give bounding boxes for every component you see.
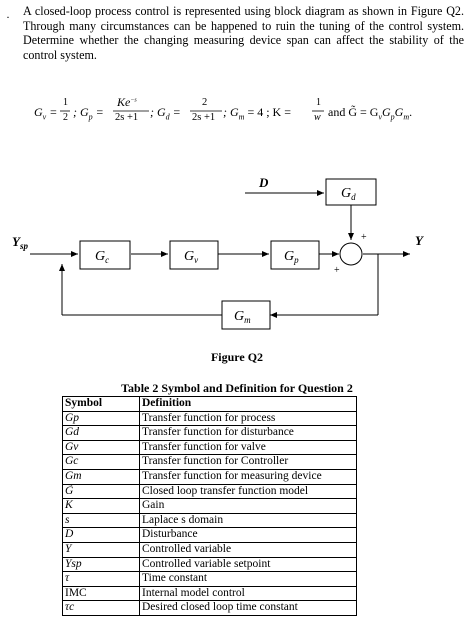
gm-block xyxy=(221,300,271,330)
gp-denominator: 2s +1 xyxy=(115,112,139,123)
table-title: Table 2 Symbol and Definition for Questi… xyxy=(121,381,353,395)
symbol-cell: Ysp xyxy=(62,556,140,573)
gd-numerator: 2 xyxy=(202,97,208,108)
symbol-cell: Gd xyxy=(62,425,140,441)
definition-cell: Transfer function for measuring device xyxy=(139,468,357,485)
closed-loop-definition: and G̃ = GvGpGm. xyxy=(328,105,413,122)
definition-cell: Transfer function for valve xyxy=(139,439,357,456)
table-row: G̃Closed loop transfer function model xyxy=(62,483,357,500)
question-text: A closed-loop process control is represe… xyxy=(23,4,464,62)
setpoint-label: Ysp xyxy=(12,234,28,251)
block-diagram: Ysp D Y Gc Gv Gp Gd Gm + + xyxy=(12,175,424,330)
figure-caption: Figure Q2 xyxy=(210,350,264,364)
gp-block xyxy=(270,240,320,270)
symbol-cell: τc xyxy=(62,600,140,616)
gp-numerator: Ke−s xyxy=(117,95,137,109)
question-bullet: · xyxy=(6,10,10,24)
definition-cell: Gain xyxy=(139,498,357,514)
sum-plus-top: + xyxy=(361,232,367,243)
definition-cell: Transfer function for process xyxy=(139,410,357,427)
symbol-cell: Gv xyxy=(62,439,140,456)
header-symbol: Symbol xyxy=(62,396,140,412)
gc-block xyxy=(79,240,131,270)
symbol-cell: Gc xyxy=(62,454,140,470)
symbol-cell: Gp xyxy=(62,410,140,427)
sum-plus-bottom: + xyxy=(334,265,340,276)
gp-block-label: Gp xyxy=(284,249,299,265)
gv-numerator: 1 xyxy=(63,97,68,108)
symbol-cell: Y xyxy=(62,541,140,558)
gv-block-label: Gv xyxy=(184,249,198,265)
gd-block xyxy=(325,178,377,206)
disturbance-label: D xyxy=(258,175,269,190)
symbol-cell: τ xyxy=(62,571,140,587)
symbol-cell: D xyxy=(62,527,140,543)
definition-cell: Controlled variable xyxy=(139,541,357,558)
symbol-cell: G̃ xyxy=(62,483,140,500)
gd-block-label: Gd xyxy=(341,186,356,202)
output-label: Y xyxy=(415,233,424,248)
k-denominator: w xyxy=(314,112,321,123)
definition-cell: Time constant xyxy=(139,571,357,587)
symbol-cell: IMC xyxy=(62,585,140,602)
gv-denominator: 2 xyxy=(63,112,68,123)
gm-symbol: ; Gm = 4 ; K = xyxy=(223,105,291,122)
gc-block-label: Gc xyxy=(95,249,109,265)
gd-symbol: ; Gd = xyxy=(150,105,181,122)
k-numerator: 1 xyxy=(316,97,321,108)
symbol-cell: s xyxy=(62,512,140,529)
definition-cell: Closed loop transfer function model xyxy=(139,483,357,500)
definition-cell: Internal model control xyxy=(139,585,357,602)
symbol-cell: Gm xyxy=(62,468,140,485)
definition-cell: Laplace s domain xyxy=(139,512,357,529)
definition-cell: Transfer function for Controller xyxy=(139,454,357,470)
header-definition: Definition xyxy=(139,396,357,412)
gp-symbol: ; Gp = xyxy=(73,105,104,122)
symbol-cell: K xyxy=(62,498,140,514)
gm-block-label: Gm xyxy=(234,309,251,325)
gv-block xyxy=(169,240,219,270)
definition-cell: Disturbance xyxy=(139,527,357,543)
table-header-row: Symbol Definition xyxy=(62,396,357,412)
gd-denominator: 2s +1 xyxy=(192,112,216,123)
summing-junction xyxy=(339,242,363,266)
definition-cell: Desired closed loop time constant xyxy=(139,600,357,616)
definition-cell: Transfer function for disturbance xyxy=(139,425,357,441)
definition-cell: Controlled variable setpoint xyxy=(139,556,357,573)
gv-symbol: Gv = xyxy=(34,105,58,122)
